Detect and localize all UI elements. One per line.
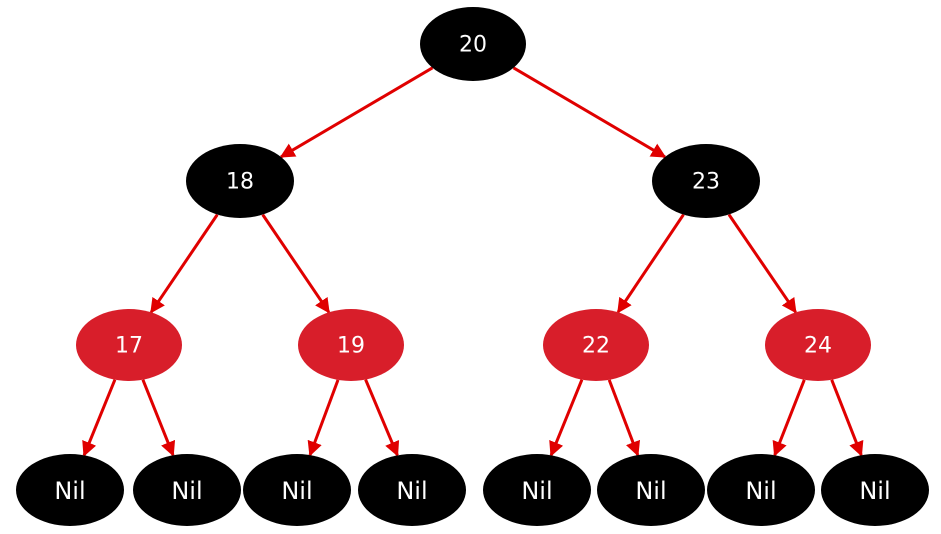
tree-node-n19: 19 [298, 309, 404, 381]
node-ellipse-n20 [420, 7, 526, 81]
edge-n23-to-n22 [616, 213, 685, 314]
edges-layer [82, 66, 864, 457]
edge-n20-to-n18 [279, 66, 434, 159]
edge-n23-to-n24 [727, 213, 797, 314]
edge-n24-to-nil7 [772, 379, 806, 457]
tree-node-nil7: Nil [707, 454, 815, 526]
node-label-n23: 23 [692, 170, 720, 195]
node-ellipse-nil2 [133, 454, 241, 526]
node-label-n17: 17 [115, 334, 143, 359]
edge-n20-to-n23 [512, 66, 667, 159]
tree-node-n17: 17 [76, 309, 182, 381]
tree-node-nil5: Nil [483, 454, 591, 526]
node-ellipse-n23 [652, 144, 760, 218]
node-ellipse-nil4 [358, 454, 466, 526]
tree-node-nil2: Nil [133, 454, 241, 526]
node-label-nil4: Nil [396, 477, 427, 505]
node-ellipse-n18 [186, 144, 294, 218]
node-label-nil1: Nil [54, 477, 85, 505]
node-label-n19: 19 [337, 334, 365, 359]
node-label-n24: 24 [804, 334, 832, 359]
node-ellipse-n22 [543, 309, 649, 381]
edge-n17-to-nil1 [82, 379, 117, 457]
edge-n17-to-nil2 [141, 379, 176, 457]
node-ellipse-nil8 [821, 454, 929, 526]
node-label-nil6: Nil [635, 477, 666, 505]
node-ellipse-n24 [765, 309, 871, 381]
tree-node-nil3: Nil [243, 454, 351, 526]
edge-n22-to-nil6 [607, 379, 641, 457]
tree-node-n23: 23 [652, 144, 760, 218]
node-label-nil7: Nil [745, 477, 776, 505]
node-ellipse-n19 [298, 309, 404, 381]
node-ellipse-nil6 [597, 454, 705, 526]
edge-n18-to-n17 [149, 213, 219, 314]
tree-node-n18: 18 [186, 144, 294, 218]
node-label-n20: 20 [459, 33, 487, 58]
tree-node-nil1: Nil [16, 454, 124, 526]
node-ellipse-nil5 [483, 454, 591, 526]
node-ellipse-nil3 [243, 454, 351, 526]
node-ellipse-nil7 [707, 454, 815, 526]
node-ellipse-nil1 [16, 454, 124, 526]
tree-node-n22: 22 [543, 309, 649, 381]
edge-n22-to-nil5 [549, 379, 584, 457]
tree-node-n24: 24 [765, 309, 871, 381]
node-label-n22: 22 [582, 334, 610, 359]
edge-n19-to-nil3 [307, 379, 340, 457]
tree-node-nil4: Nil [358, 454, 466, 526]
node-label-n18: 18 [226, 170, 254, 195]
node-label-nil8: Nil [859, 477, 890, 505]
node-label-nil3: Nil [281, 477, 312, 505]
edge-n24-to-nil8 [830, 379, 864, 457]
tree-node-n20: 20 [420, 7, 526, 81]
tree-node-nil6: Nil [597, 454, 705, 526]
tree-node-nil8: Nil [821, 454, 929, 526]
edge-n19-to-nil4 [364, 379, 400, 457]
node-label-nil2: Nil [171, 477, 202, 505]
node-ellipse-n17 [76, 309, 182, 381]
edge-n18-to-n19 [261, 213, 331, 314]
node-label-nil5: Nil [521, 477, 552, 505]
